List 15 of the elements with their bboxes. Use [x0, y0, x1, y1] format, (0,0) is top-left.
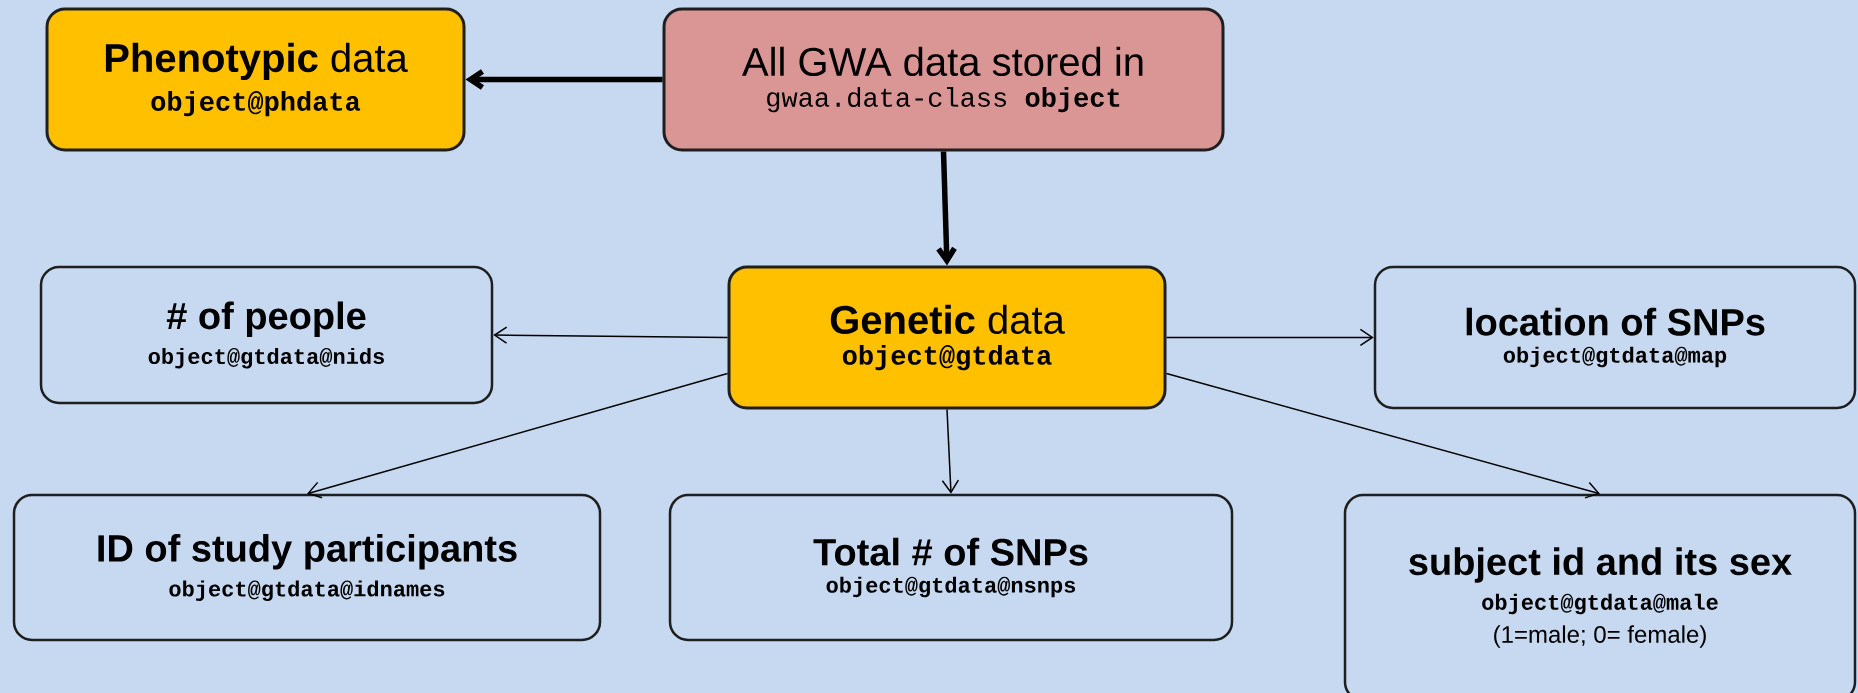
- process-box: ID of study participants object@gtdata@idnames: [12, 493, 602, 642]
- process-box: Genetic data object@gtdata: [727, 265, 1167, 410]
- arrow: [307, 372, 729, 499]
- arrow: [1165, 328, 1374, 347]
- process-box: All GWA data stored in gwaa.data-class object: [662, 7, 1225, 152]
- process-box: Phenotypic data object@phdata: [45, 7, 466, 152]
- process-box: Total # of SNPs object@gtdata@nsnps: [668, 493, 1234, 642]
- arrow: [936, 151, 957, 266]
- arrow: [493, 326, 729, 344]
- process-box: location of SNPs object@gtdata@map: [1373, 265, 1857, 410]
- process-box: # of people object@gtdata@nids: [39, 265, 494, 405]
- arrow: [465, 69, 663, 90]
- arrow: [1165, 372, 1600, 499]
- arrow: [941, 408, 960, 494]
- process-box: subject id and its sex object@gtdata@male (1=male; 0= female): [1343, 493, 1857, 693]
